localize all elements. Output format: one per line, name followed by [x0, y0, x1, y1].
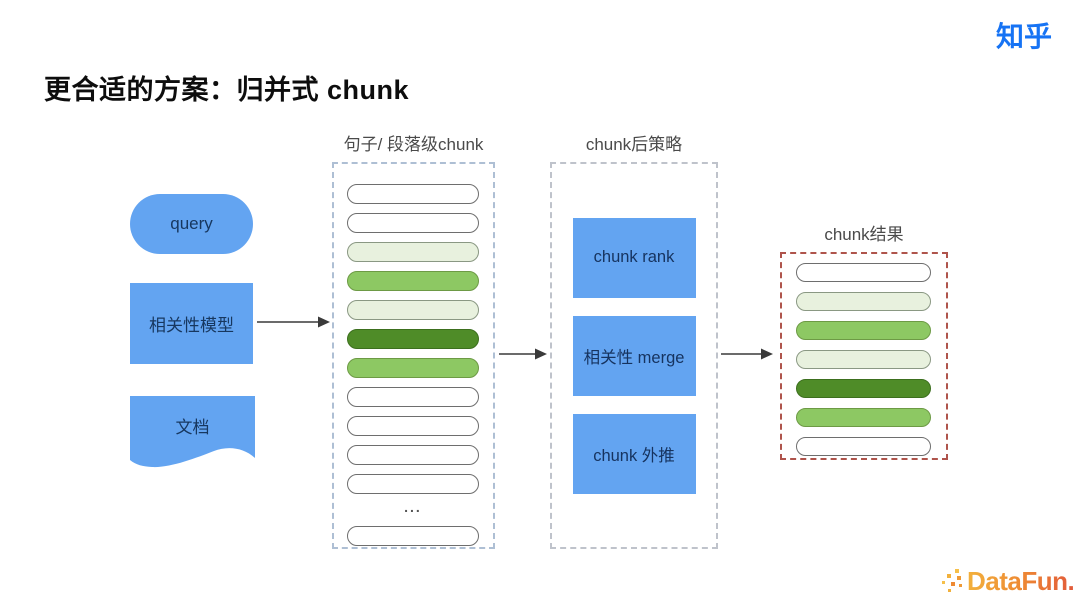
medium-chunk-bar	[796, 321, 931, 340]
light-chunk-bar	[796, 350, 931, 369]
datafun-logo-dot	[957, 576, 961, 580]
datafun-logo-dot	[948, 589, 951, 592]
document-node-label: 文档	[175, 417, 210, 437]
dark-chunk-bar	[796, 379, 931, 398]
strategy-chunk-extrapolate-label: chunk 外推	[593, 446, 675, 465]
white-chunk-bar	[347, 474, 479, 494]
strategy-relevance-merge: 相关性 merge	[572, 315, 696, 396]
document-shape-icon	[130, 396, 255, 468]
white-chunk-bar	[347, 416, 479, 436]
chunk-result-panel	[780, 252, 948, 460]
post-chunk-strategy-label: chunk后策略	[585, 135, 683, 154]
post-chunk-strategy-panel: chunk rank 相关性 merge chunk 外推	[550, 162, 718, 549]
dark-chunk-bar	[347, 329, 479, 349]
datafun-logo-dot	[947, 574, 951, 578]
zhihu-logo: 知乎	[996, 21, 1053, 52]
arrow-model-to-chunks	[257, 316, 330, 328]
light-chunk-bar	[796, 292, 931, 311]
arrow-chunks-to-strategy	[499, 348, 547, 360]
datafun-logo-dot	[955, 569, 959, 573]
slide-title: 更合适的方案：归并式 chunk	[44, 75, 410, 105]
more-chunks-ellipsis: ...	[404, 499, 422, 515]
relevance-model-label: 相关性模型	[149, 316, 234, 335]
sentence-chunk-panel-label: 句子/ 段落级chunk	[343, 135, 484, 154]
white-chunk-bar	[347, 213, 479, 233]
arrow-strategy-to-result	[721, 348, 773, 360]
medium-chunk-bar	[347, 271, 479, 291]
medium-chunk-bar	[347, 358, 479, 378]
white-chunk-bar	[347, 184, 479, 204]
white-chunk-bar	[347, 526, 479, 546]
datafun-logo-text: DataFun.	[967, 566, 1075, 596]
datafun-logo-dot	[942, 581, 945, 584]
relevance-model-node: 相关性模型	[130, 283, 253, 364]
datafun-logo-dot	[959, 584, 962, 587]
datafun-logo: DataFun.	[941, 560, 1075, 604]
white-chunk-bar	[347, 445, 479, 465]
strategy-relevance-merge-label: 相关性 merge	[583, 348, 685, 367]
light-chunk-bar	[347, 242, 479, 262]
white-chunk-bar	[796, 437, 931, 456]
document-node: 文档	[130, 395, 255, 471]
white-chunk-bar	[347, 387, 479, 407]
chunk-result-panel-label: chunk结果	[824, 225, 904, 244]
query-node: query	[130, 194, 253, 254]
strategy-chunk-extrapolate: chunk 外推	[572, 413, 696, 494]
datafun-logo-dot	[951, 582, 955, 586]
medium-chunk-bar	[796, 408, 931, 427]
white-chunk-bar	[796, 263, 931, 282]
sentence-chunk-panel: ...	[332, 162, 495, 549]
strategy-chunk-rank-label: chunk rank	[593, 248, 675, 266]
strategy-chunk-rank: chunk rank	[572, 217, 696, 298]
light-chunk-bar	[347, 300, 479, 320]
query-node-label: query	[170, 214, 213, 233]
